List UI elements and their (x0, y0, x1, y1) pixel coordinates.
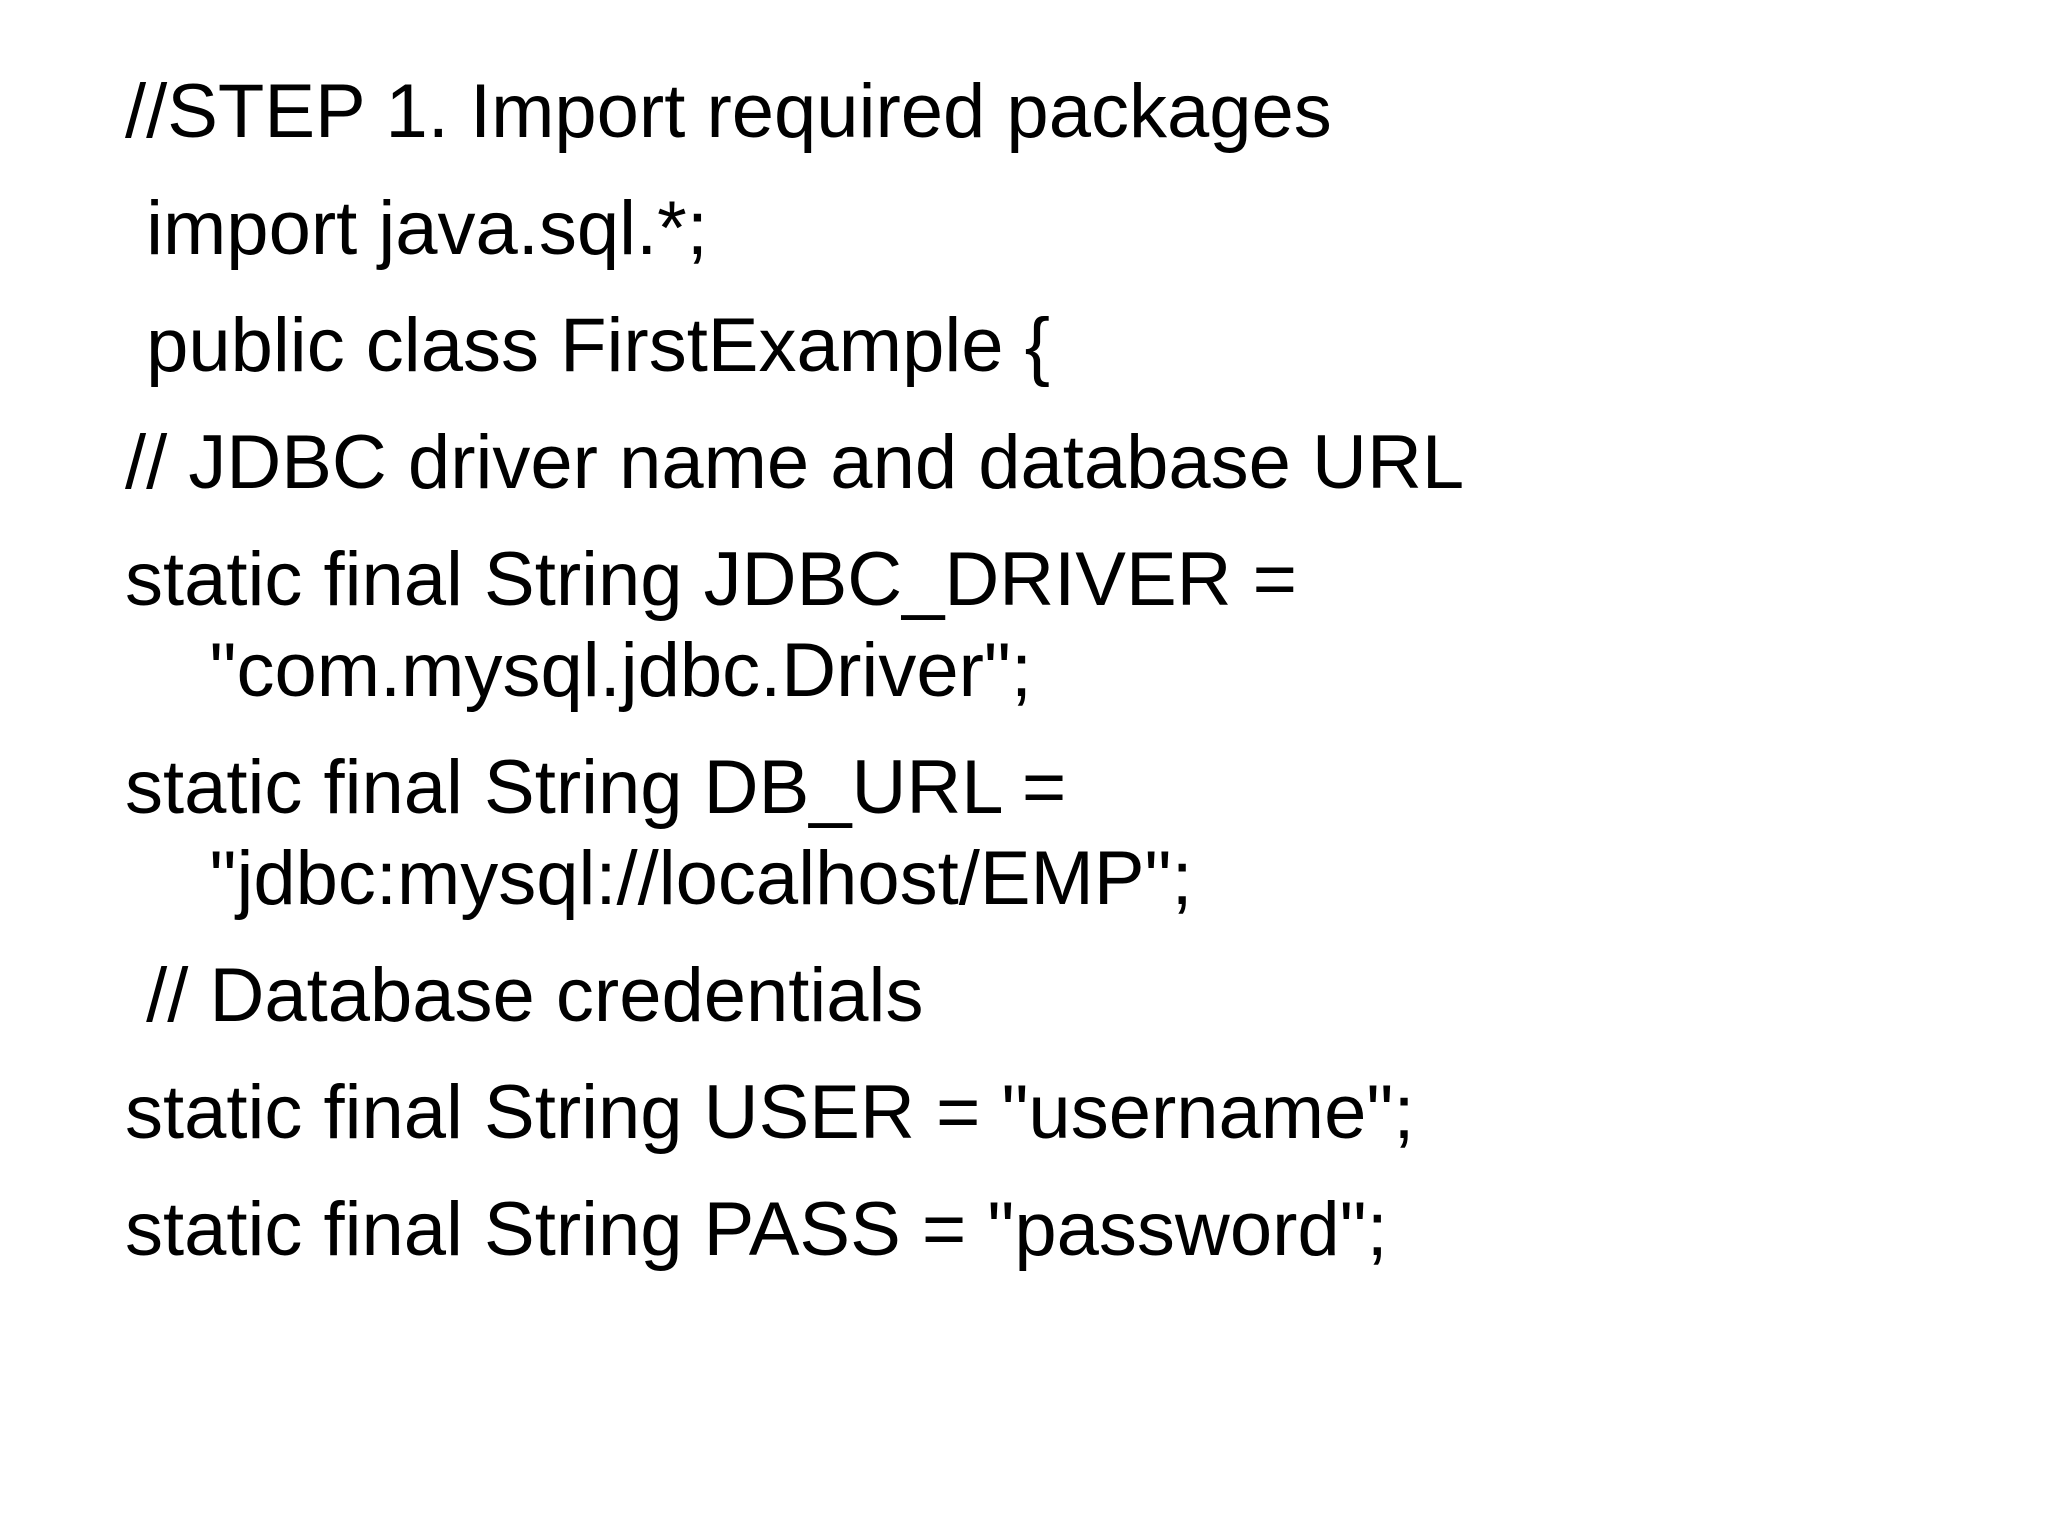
code-line-credentials-comment: // Database credentials (125, 953, 924, 1038)
code-line-user: static final String USER = "username"; (125, 1070, 1415, 1155)
code-line-step1-comment: //STEP 1. Import required packages (125, 69, 1332, 154)
code-line-class-declaration: public class FirstExample { (125, 303, 1050, 388)
code-line-pass: static final String PASS = "password"; (125, 1187, 1388, 1272)
code-line-jdbc-driver: static final String JDBC_DRIVER = (125, 537, 1298, 622)
code-line-db-url-value: "jdbc:mysql://localhost/EMP"; (125, 836, 1193, 921)
code-line-import: import java.sql.*; (125, 186, 708, 271)
code-line-db-url: static final String DB_URL = (125, 745, 1067, 830)
code-line-jdbc-comment: // JDBC driver name and database URL (125, 420, 1465, 505)
code-line-jdbc-driver-value: "com.mysql.jdbc.Driver"; (125, 628, 1032, 713)
code-block: //STEP 1. Import required packages impor… (125, 66, 2008, 1275)
